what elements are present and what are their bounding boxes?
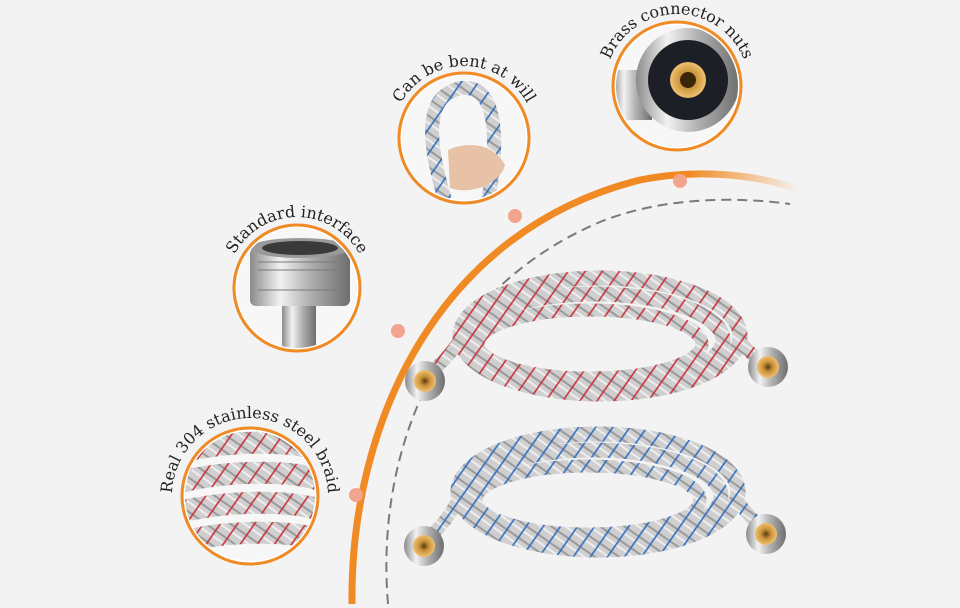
hose-blue-end-nut-right — [746, 514, 786, 554]
callout-standard-interface: Standard interface — [222, 202, 372, 353]
arc-dot — [508, 209, 522, 223]
arc-dot — [349, 488, 363, 502]
arc-dots — [349, 174, 687, 502]
hose-red-end-nut-right — [748, 347, 788, 387]
callout-brass-connector: Brass connector nuts — [596, 0, 758, 152]
arc-dot — [673, 174, 687, 188]
brass-nut-image — [616, 25, 738, 147]
hose-red-end-nut-left — [405, 361, 445, 401]
orange-arc — [348, 170, 804, 608]
dashed-arc — [385, 198, 791, 605]
hose-red-coil — [405, 270, 788, 402]
interface-fitting-image — [237, 228, 357, 348]
callout-bendable: Can be bent at will — [388, 51, 540, 205]
hose-blue-coil — [404, 426, 786, 566]
callout-steel-braid: Real 304 stainless steel braid — [157, 403, 343, 566]
bent-hose-image — [402, 76, 526, 200]
arc-dot — [391, 324, 405, 338]
hose-blue-end-nut-left — [404, 526, 444, 566]
